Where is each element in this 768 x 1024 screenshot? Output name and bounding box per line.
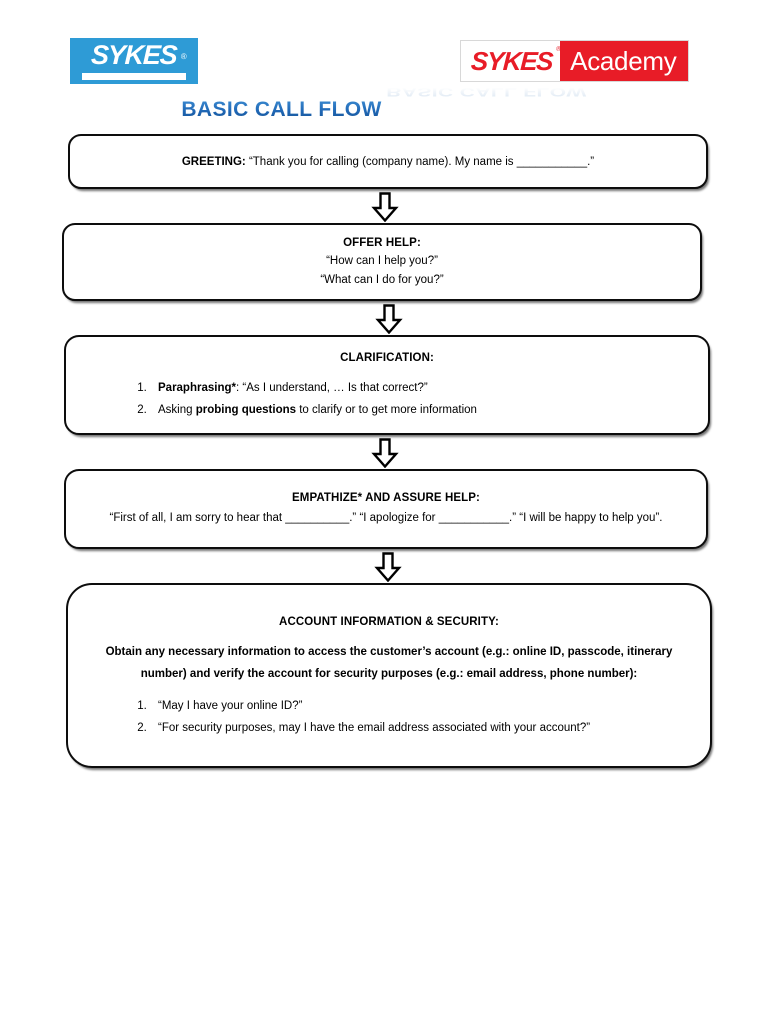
sykes-logo-wordmark: SYKES® <box>90 40 186 70</box>
flow-node-offer-help: OFFER HELP: “How can I help you?” “What … <box>62 223 702 301</box>
spacer <box>82 685 696 695</box>
clarification-item1-rest: : “As I understand, … Is that correct?” <box>235 382 428 394</box>
down-block-arrow-icon <box>373 552 403 582</box>
academy-logo-academy-text: Academy <box>570 45 677 76</box>
account-info-body: Obtain any necessary information to acce… <box>105 645 673 680</box>
offer-help-title: OFFER HELP: <box>343 237 421 249</box>
spacer <box>82 631 696 641</box>
greeting-script: “Thank you for calling (company name). M… <box>245 155 595 168</box>
list-item: “For security purposes, may I have the e… <box>150 717 696 739</box>
sykes-logo-text: SYKES <box>90 40 178 70</box>
flow-node-clarification: CLARIFICATION: Paraphrasing*: “As I unde… <box>64 335 710 435</box>
call-flow-diagram: GREETING: “Thank you for calling (compan… <box>0 134 768 768</box>
spacer <box>80 367 694 377</box>
arrow-row-1 <box>0 189 768 223</box>
offer-help-line-1: “How can I help you?” <box>326 255 438 267</box>
clarification-item2-bold: probing questions <box>195 404 297 416</box>
account-info-list: “May I have your online ID?” “For securi… <box>82 695 696 739</box>
down-block-arrow-icon <box>374 304 404 334</box>
arrow-row-4 <box>0 549 768 583</box>
flow-node-greeting: GREETING: “Thank you for calling (compan… <box>68 134 708 189</box>
clarification-item2-rest: to clarify or to get more information <box>296 404 477 416</box>
list-item: Asking probing questions to clarify or t… <box>150 399 694 421</box>
flow-node-empathize: EMPATHIZE* AND ASSURE HELP: “First of al… <box>64 469 708 549</box>
clarification-list: Paraphrasing*: “As I understand, … Is th… <box>80 377 694 421</box>
down-block-arrow-icon <box>370 438 400 468</box>
arrow-row-2 <box>0 301 768 335</box>
page-title: BASIC CALL FLOW <box>181 98 382 121</box>
list-item: Paraphrasing*: “As I understand, … Is th… <box>150 377 694 399</box>
page-title-reflection: BASIC CALL FLOW <box>386 85 587 98</box>
sykes-logo-underbar <box>82 73 186 80</box>
page-title-block: BASIC CALL FLOW BASIC CALL FLOW <box>0 85 768 122</box>
account-info-title: ACCOUNT INFORMATION & SECURITY: <box>279 615 499 628</box>
registered-mark-icon: ® <box>555 45 560 53</box>
clarification-title: CLARIFICATION: <box>340 352 434 364</box>
registered-mark-icon: ® <box>180 52 186 61</box>
academy-logo-wordmark: SYKES® <box>470 45 560 77</box>
academy-logo-sykes-text: SYKES <box>470 45 553 76</box>
sykes-academy-logo: SYKES® Academy <box>460 40 690 82</box>
offer-help-line-2: “What can I do for you?” <box>320 274 444 286</box>
academy-logo-left-cell: SYKES® <box>461 41 561 81</box>
arrow-row-3 <box>0 435 768 469</box>
sykes-logo: SYKES® <box>70 38 198 84</box>
greeting-label: GREETING: <box>181 155 246 168</box>
list-item: “May I have your online ID?” <box>150 695 696 717</box>
empathize-body: “First of all, I am sorry to hear that _… <box>109 512 663 524</box>
clarification-item2-pre: Asking <box>158 404 196 416</box>
academy-logo-right-cell: Academy <box>560 41 689 81</box>
clarification-item1-bold: Paraphrasing* <box>158 382 236 394</box>
down-block-arrow-icon <box>370 192 400 222</box>
flow-node-account-info-security: ACCOUNT INFORMATION & SECURITY: Obtain a… <box>66 583 712 768</box>
greeting-text: GREETING: “Thank you for calling (compan… <box>84 153 692 171</box>
empathize-title: EMPATHIZE* AND ASSURE HELP: <box>292 492 480 504</box>
